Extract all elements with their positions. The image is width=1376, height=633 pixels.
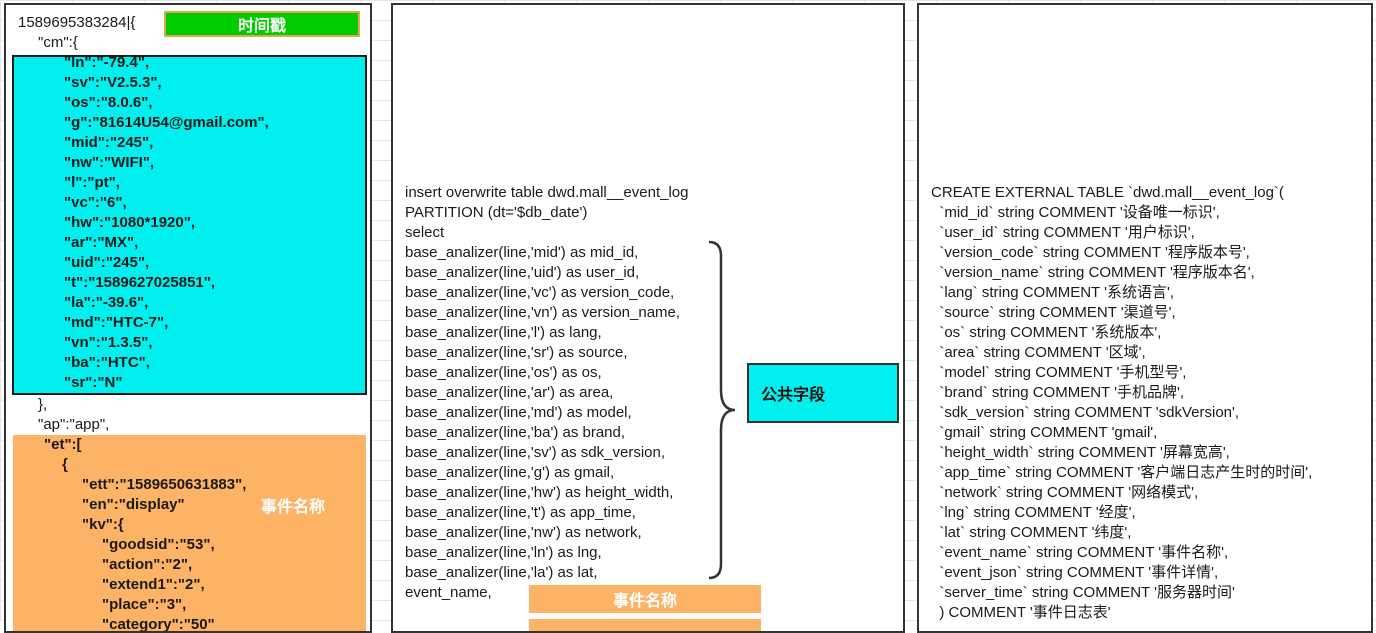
ap-line: "ap":"app", bbox=[38, 416, 110, 433]
cm-field-line: "vc":"6", bbox=[64, 194, 127, 211]
public-fields-label: 公共字段 bbox=[747, 363, 899, 423]
create-sql-line: CREATE EXTERNAL TABLE `dwd.mall__event_l… bbox=[931, 184, 1284, 201]
et-field-line: "et":[ bbox=[44, 436, 82, 453]
create-sql-line: `height_width` string COMMENT '屏幕宽高', bbox=[931, 444, 1230, 461]
insert-sql-panel: insert overwrite table dwd.mall__event_l… bbox=[391, 3, 905, 633]
insert-sql-line: base_analizer(line,'t') as app_time, bbox=[405, 504, 636, 521]
create-sql-line: ) COMMENT '事件日志表' bbox=[931, 604, 1111, 621]
create-sql-line: `version_name` string COMMENT '程序版本名', bbox=[931, 264, 1255, 281]
create-sql-line: `brand` string COMMENT '手机品牌', bbox=[931, 384, 1184, 401]
raw-log-panel: 1589695383284|{ 时间戳 "cm":{ "ln":"-79.4",… bbox=[4, 3, 372, 633]
cm-field-line: "l":"pt", bbox=[64, 174, 120, 191]
create-sql-line: `server_time` string COMMENT '服务器时间' bbox=[931, 584, 1235, 601]
insert-sql-line: base_analizer(line,'vc') as version_code… bbox=[405, 284, 675, 301]
event-name-tag-middle: 事件名称 bbox=[529, 585, 761, 613]
curly-brace-icon bbox=[708, 240, 736, 580]
insert-sql-line: base_analizer(line,'l') as lang, bbox=[405, 324, 602, 341]
common-fields-highlight bbox=[12, 55, 367, 395]
create-sql-line: `os` string COMMENT '系统版本', bbox=[931, 324, 1162, 341]
et-field-line: { bbox=[62, 456, 68, 473]
create-sql-line: `mid_id` string COMMENT '设备唯一标识', bbox=[931, 204, 1220, 221]
insert-sql-line: base_analizer(line,'g') as gmail, bbox=[405, 464, 615, 481]
create-sql-line: `gmail` string COMMENT 'gmail', bbox=[931, 424, 1158, 441]
et-field-line: "ett":"1589650631883", bbox=[82, 476, 247, 493]
et-field-line: "extend1":"2", bbox=[102, 576, 205, 593]
et-field-line: "category":"50" bbox=[102, 616, 215, 633]
insert-sql-line: base_analizer(line,'ba') as brand, bbox=[405, 424, 626, 441]
insert-sql-line: base_analizer(line,'nw') as network, bbox=[405, 524, 642, 541]
cm-field-line: "vn":"1.3.5", bbox=[64, 334, 153, 351]
insert-sql-line: event_name, bbox=[405, 584, 492, 601]
timestamp-line: 1589695383284|{ bbox=[18, 14, 136, 31]
create-sql-line: `app_time` string COMMENT '客户端日志产生时的时间', bbox=[931, 464, 1313, 481]
insert-sql-line: base_analizer(line,'ar') as area, bbox=[405, 384, 614, 401]
cm-field-line: "hw":"1080*1920", bbox=[64, 214, 196, 231]
insert-sql-line: select bbox=[405, 224, 445, 241]
event-fields-highlight bbox=[13, 435, 366, 631]
et-field-line: "kv":{ bbox=[82, 516, 124, 533]
create-sql-line: `sdk_version` string COMMENT 'sdkVersion… bbox=[931, 404, 1240, 421]
event-name-tag-middle-lower bbox=[529, 619, 761, 631]
insert-sql-line: base_analizer(line,'la') as lat, bbox=[405, 564, 598, 581]
create-sql-line: `network` string COMMENT '网络模式', bbox=[931, 484, 1199, 501]
create-sql-line: `area` string COMMENT '区域', bbox=[931, 344, 1146, 361]
cm-field-line: "g":"81614U54@gmail.com", bbox=[64, 114, 269, 131]
cm-field-line: "t":"1589627025851", bbox=[64, 274, 216, 291]
et-field-line: "goodsid":"53", bbox=[102, 536, 215, 553]
et-field-line: "place":"3", bbox=[102, 596, 187, 613]
cm-field-line: "nw":"WIFI", bbox=[64, 154, 155, 171]
cm-field-line: "sr":"N" bbox=[64, 374, 123, 391]
create-sql-line: `lang` string COMMENT '系统语言', bbox=[931, 284, 1174, 301]
create-sql-line: `event_name` string COMMENT '事件名称', bbox=[931, 544, 1229, 561]
insert-sql-line: base_analizer(line,'mid') as mid_id, bbox=[405, 244, 639, 261]
insert-sql-line: base_analizer(line,'sr') as source, bbox=[405, 344, 628, 361]
cm-field-line: "mid":"245", bbox=[64, 134, 154, 151]
create-table-sql-panel: CREATE EXTERNAL TABLE `dwd.mall__event_l… bbox=[917, 3, 1373, 633]
cm-field-line: "sv":"V2.5.3", bbox=[64, 74, 162, 91]
cm-field-line: "md":"HTC-7", bbox=[64, 314, 169, 331]
cm-open-line: "cm":{ bbox=[38, 34, 78, 51]
create-sql-line: `user_id` string COMMENT '用户标识', bbox=[931, 224, 1195, 241]
insert-sql-line: base_analizer(line,'os') as os, bbox=[405, 364, 602, 381]
cm-field-line: "ar":"MX", bbox=[64, 234, 139, 251]
create-sql-line: `source` string COMMENT '渠道号', bbox=[931, 304, 1176, 321]
event-name-tag-left: 事件名称 bbox=[260, 499, 325, 516]
insert-sql-line: PARTITION (dt='$db_date') bbox=[405, 204, 588, 221]
create-sql-line: `version_code` string COMMENT '程序版本号', bbox=[931, 244, 1250, 261]
insert-sql-line: base_analizer(line,'md') as model, bbox=[405, 404, 632, 421]
cm-field-line: "ln":"-79.4", bbox=[64, 54, 150, 71]
et-field-line: "action":"2", bbox=[102, 556, 193, 573]
insert-sql-line: insert overwrite table dwd.mall__event_l… bbox=[405, 184, 689, 201]
timestamp-tag: 时间戳 bbox=[164, 11, 360, 37]
insert-sql-line: base_analizer(line,'vn') as version_name… bbox=[405, 304, 681, 321]
cm-field-line: "la":"-39.6", bbox=[64, 294, 149, 311]
create-sql-line: `event_json` string COMMENT '事件详情', bbox=[931, 564, 1219, 581]
create-sql-line: `lng` string COMMENT '经度', bbox=[931, 504, 1136, 521]
create-sql-line: `model` string COMMENT '手机型号', bbox=[931, 364, 1187, 381]
insert-sql-line: base_analizer(line,'sv') as sdk_version, bbox=[405, 444, 666, 461]
cm-field-line: "uid":"245", bbox=[64, 254, 150, 271]
cm-close-line: }, bbox=[38, 396, 48, 413]
insert-sql-line: base_analizer(line,'hw') as height_width… bbox=[405, 484, 674, 501]
insert-sql-line: base_analizer(line,'uid') as user_id, bbox=[405, 264, 640, 281]
insert-sql-line: base_analizer(line,'ln') as lng, bbox=[405, 544, 602, 561]
create-sql-line: `lat` string COMMENT '纬度', bbox=[931, 524, 1132, 541]
et-field-line: "en":"display" bbox=[82, 496, 185, 513]
cm-field-line: "os":"8.0.6", bbox=[64, 94, 153, 111]
cm-field-line: "ba":"HTC", bbox=[64, 354, 150, 371]
